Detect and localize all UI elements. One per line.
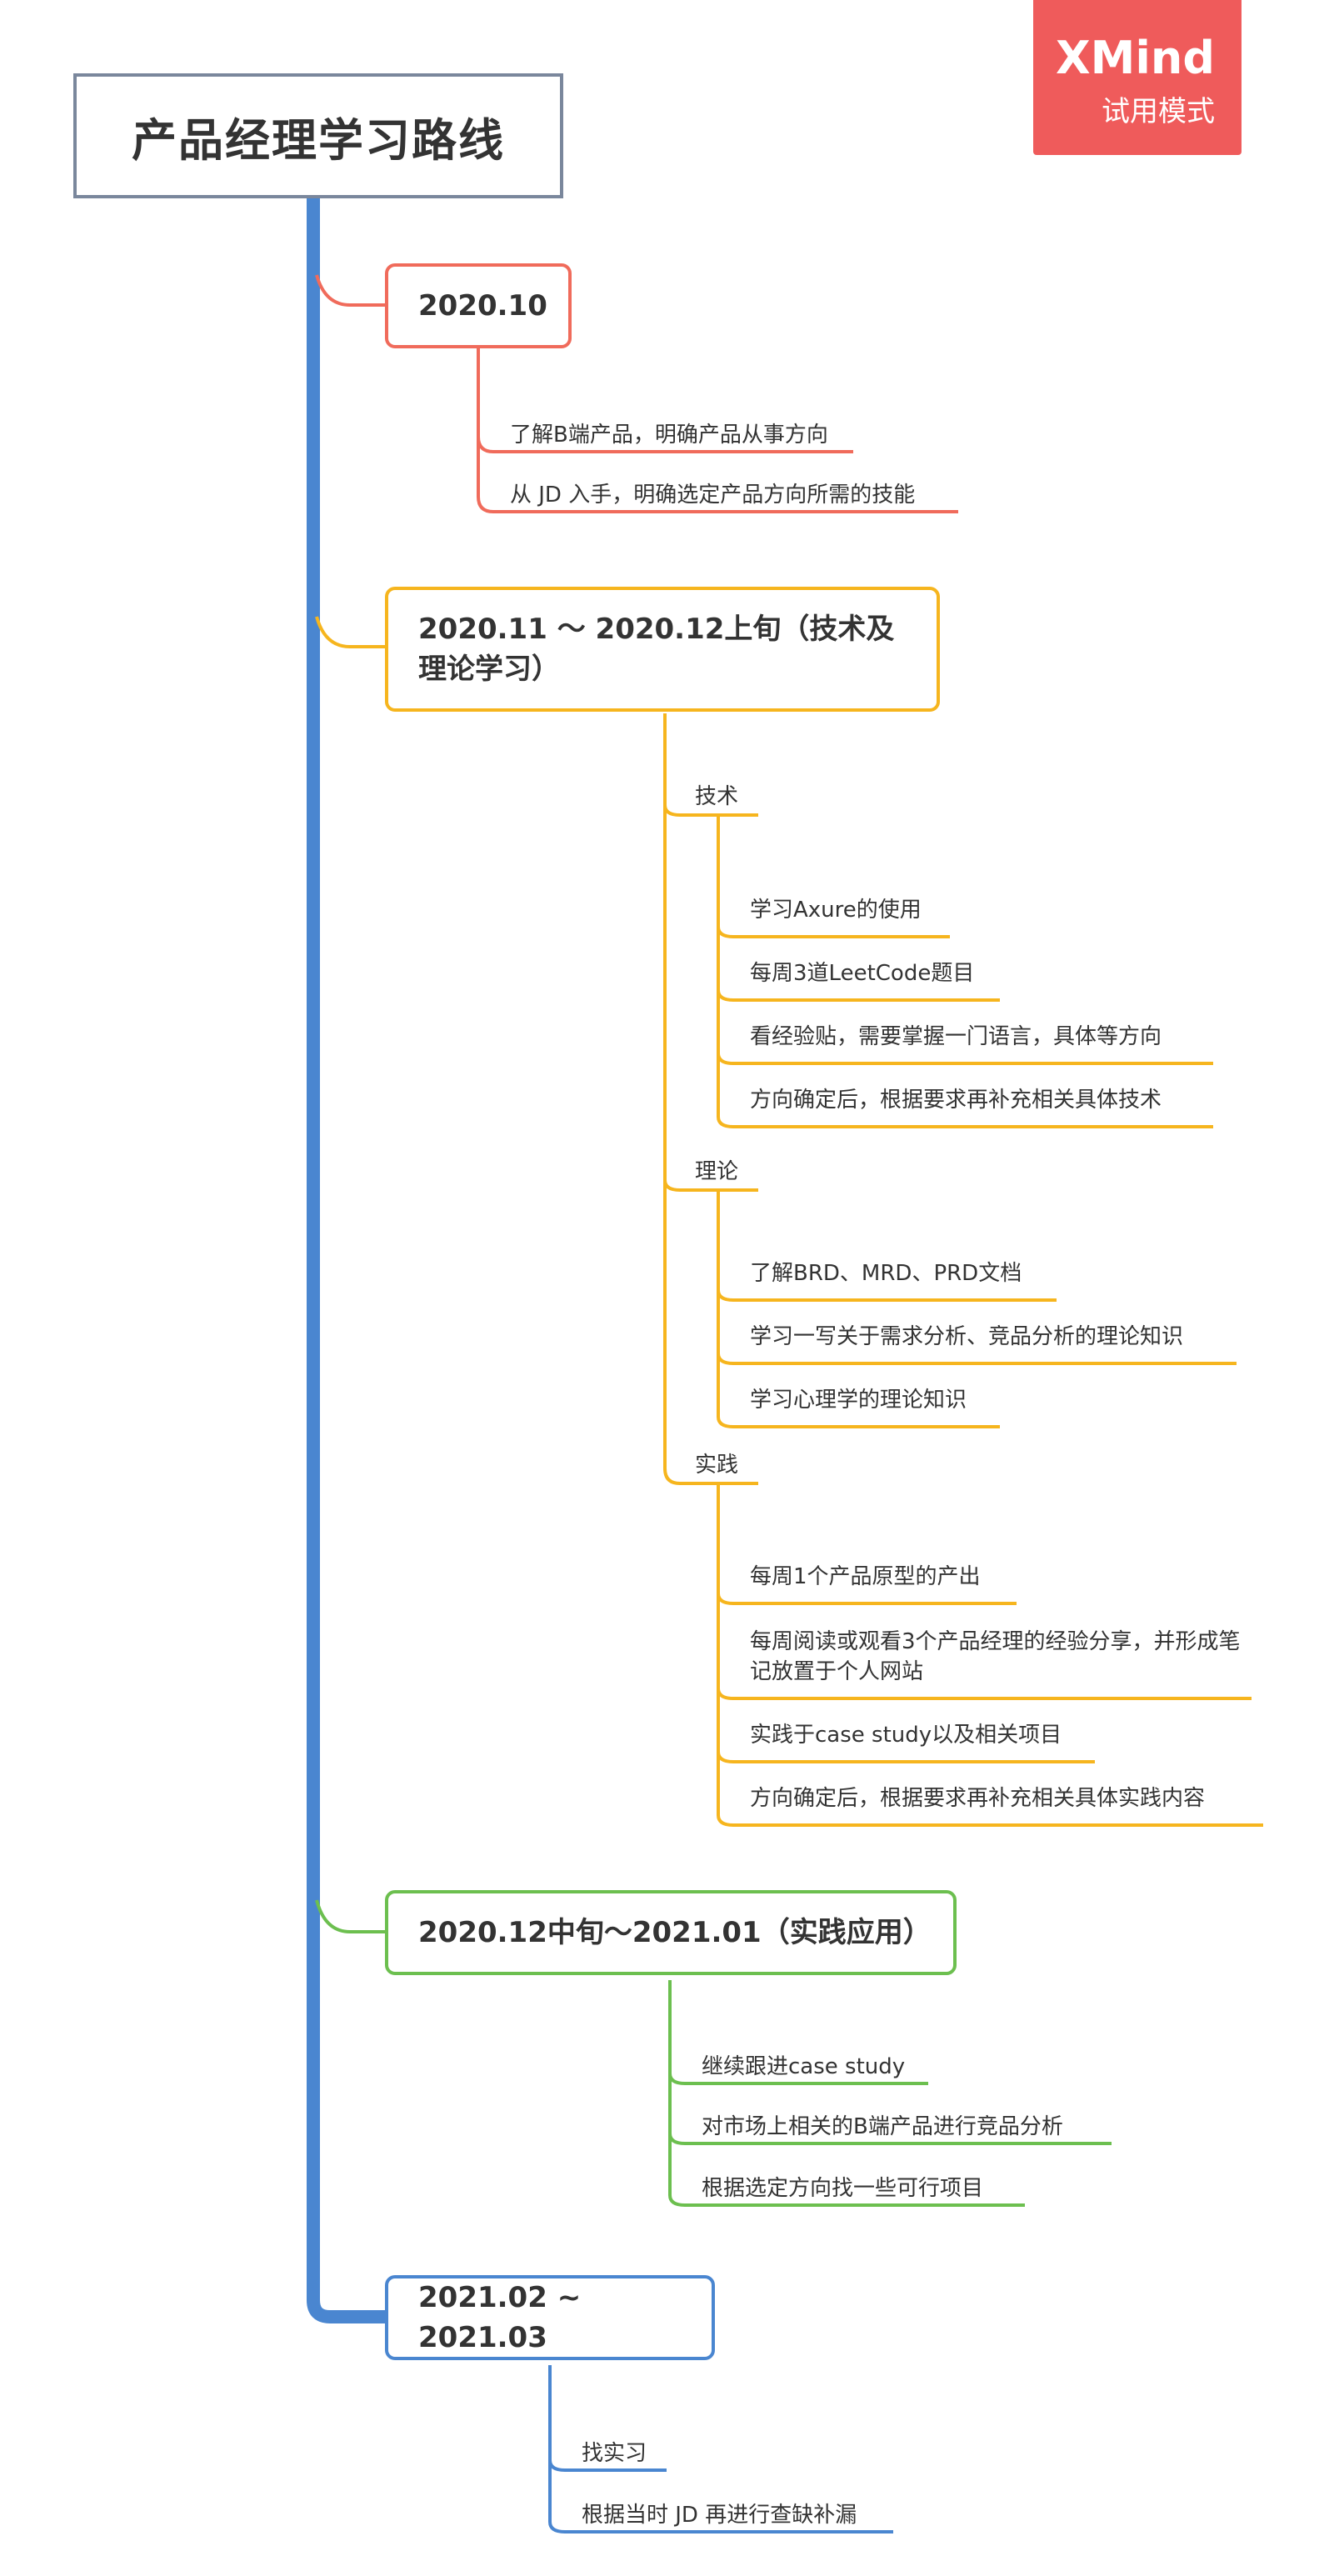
leaf-item[interactable]: 了解BRD、MRD、PRD文档 [750, 1261, 1022, 1286]
leaf-item[interactable]: 学习一写关于需求分析、竞品分析的理论知识 [750, 1324, 1184, 1349]
leaf-item[interactable]: 学习Axure的使用 [750, 898, 922, 923]
leaf-item[interactable]: 每周1个产品原型的产出 [750, 1564, 981, 1589]
leaf-item[interactable]: 从 JD 入手，明确选定产品方向所需的技能 [510, 483, 916, 508]
topic-title: 2021.02 ~ 2021.03 [418, 2281, 582, 2354]
leaf-item[interactable]: 了解B端产品，明确产品从事方向 [510, 423, 828, 448]
root-title: 产品经理学习路线 [132, 113, 505, 167]
leaf-item[interactable]: 每周3道LeetCode题目 [750, 961, 975, 986]
topic-2021-02-03[interactable]: 2021.02 ~ 2021.03 [385, 2275, 715, 2360]
topic-title: 2020.12中旬～2021.01（实践应用） [418, 1916, 932, 1949]
badge-brand: XMind [1056, 32, 1215, 84]
topic-title: 2020.10 [418, 289, 547, 323]
leaf-item[interactable]: 找实习 [582, 2441, 647, 2466]
subtopic-theory[interactable]: 理论 [695, 1159, 739, 1184]
badge-mode: 试用模式 [1102, 95, 1215, 128]
leaf-item[interactable]: 根据当时 JD 再进行查缺补漏 [582, 2503, 857, 2528]
leaf-item[interactable]: 根据选定方向找一些可行项目 [702, 2176, 984, 2201]
leaf-item[interactable]: 方向确定后，根据要求再补充相关具体实践内容 [750, 1786, 1206, 1811]
leaf-item[interactable]: 对市场上相关的B端产品进行竞品分析 [702, 2114, 1063, 2139]
leaf-item[interactable]: 看经验贴，需要掌握一门语言，具体等方向 [750, 1024, 1162, 1049]
topic-2020-12-2021-01[interactable]: 2020.12中旬～2021.01（实践应用） [385, 1890, 957, 1975]
subtopic-tech[interactable]: 技术 [695, 784, 739, 809]
root-topic[interactable]: 产品经理学习路线 [73, 73, 563, 198]
topic-2020-11-12[interactable]: 2020.11 ～ 2020.12上旬（技术及理论学习） [385, 587, 940, 712]
leaf-item[interactable]: 每周阅读或观看3个产品经理的经验分享，并形成笔记放置于个人网站 [750, 1629, 1241, 1684]
topic-title: 2020.11 ～ 2020.12上旬（技术及理论学习） [418, 613, 895, 686]
xmind-trial-badge: XMind 试用模式 [1033, 0, 1242, 155]
leaf-item[interactable]: 实践于case study以及相关项目 [750, 1723, 1062, 1748]
topic-2020-10[interactable]: 2020.10 [385, 263, 572, 348]
leaf-item[interactable]: 继续跟进case study [702, 2054, 906, 2079]
subtopic-practice[interactable]: 实践 [695, 1453, 739, 1478]
leaf-item[interactable]: 学习心理学的理论知识 [750, 1388, 967, 1413]
leaf-item[interactable]: 方向确定后，根据要求再补充相关具体技术 [750, 1088, 1162, 1113]
